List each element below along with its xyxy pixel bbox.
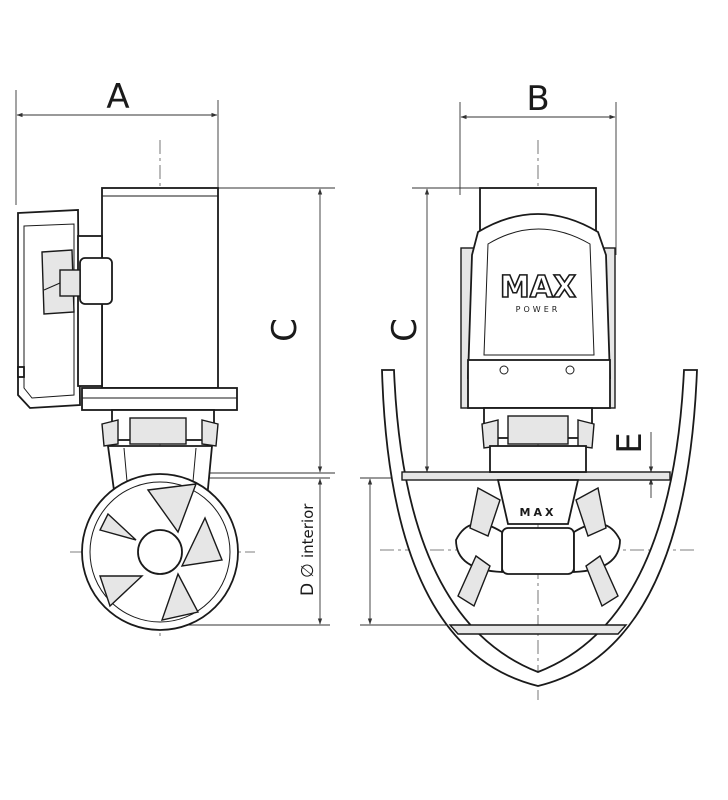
front-gear-leg <box>496 479 580 525</box>
propeller-blade-4 <box>99 575 144 608</box>
side-view <box>15 90 335 640</box>
dim-c-right-label: C <box>385 318 425 342</box>
connector-cable <box>43 282 61 291</box>
mounting-flange <box>81 387 238 411</box>
small-max-logo: MAX <box>520 506 557 519</box>
propeller-blade-1 <box>146 483 198 534</box>
hull-section <box>381 369 698 687</box>
propeller-ring <box>89 481 231 623</box>
dim-a-label: A <box>106 77 129 117</box>
motor-cover <box>467 213 611 379</box>
front-gusset-left <box>481 419 499 449</box>
dim-d-suffix: interior <box>299 503 317 558</box>
neck-gusset-left <box>101 419 119 447</box>
max-logo: MAX <box>500 270 576 305</box>
motor-cover-base <box>467 359 611 409</box>
neck-collar <box>129 417 187 445</box>
cover-screw-right <box>565 365 575 375</box>
gearbox-housing <box>501 527 575 575</box>
front-leg <box>489 445 587 473</box>
dim-d-label: D <box>298 583 318 596</box>
cover-screw-left <box>499 365 509 375</box>
connector-plug <box>59 269 81 297</box>
control-box-inner <box>23 223 75 399</box>
dim-b-label: B <box>526 79 549 119</box>
propeller-blade-2 <box>180 516 223 567</box>
left-propeller-blade-top <box>469 486 501 537</box>
front-neck-collar <box>507 415 569 445</box>
right-propeller-blade-top <box>575 486 607 537</box>
power-logo: POWER <box>516 305 561 314</box>
front-gusset-right <box>577 419 595 449</box>
propeller-hub <box>137 529 183 575</box>
dim-c-left-label: C <box>265 318 305 342</box>
neck-gusset-right <box>201 419 219 447</box>
front-view: MAX POWER MAX <box>360 102 698 700</box>
control-box-panel <box>41 249 75 315</box>
dim-e-label: E <box>610 432 650 453</box>
dim-d-symbol: ∅ <box>298 563 318 578</box>
dim-d-label-group: D ∅ interior <box>298 503 318 596</box>
motor-cylinder <box>101 187 219 389</box>
motor-cover-inset <box>483 228 595 356</box>
hull-deck-plate <box>401 471 671 481</box>
propeller-blade-3 <box>160 572 200 621</box>
left-propeller-blade-bottom <box>457 554 491 608</box>
connector-housing <box>79 257 113 305</box>
right-propeller-blade-bottom <box>585 554 619 608</box>
propeller-blade-5 <box>98 512 137 541</box>
tunnel-bottom-plate <box>448 624 628 635</box>
control-box-tab <box>17 366 25 378</box>
